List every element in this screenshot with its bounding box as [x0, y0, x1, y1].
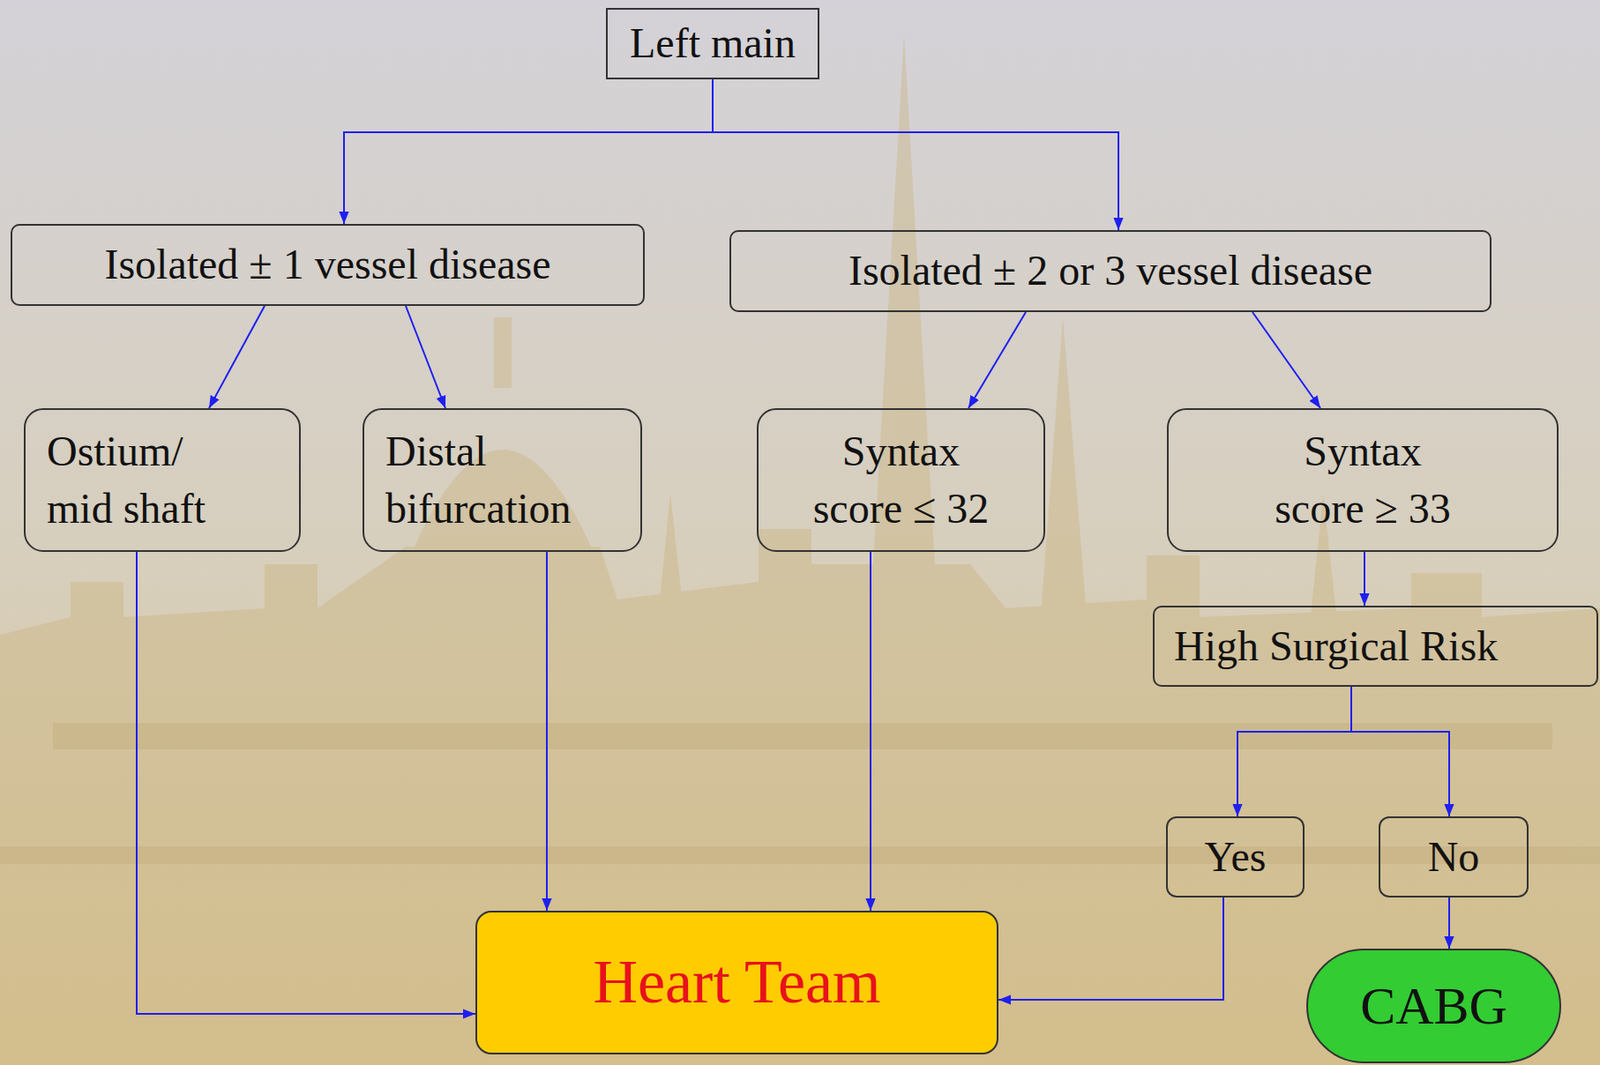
node-label: Isolated ± 2 or 3 vessel disease	[848, 242, 1373, 300]
flow-arrow	[1351, 687, 1450, 817]
terminal-box: CABG	[1306, 949, 1562, 1064]
flow-arrow	[343, 79, 713, 225]
risk-box: High Surgical Risk	[1152, 605, 1599, 688]
node-label: Distal bifurcation	[385, 423, 580, 539]
location-box: Ostium/ mid shaft	[23, 408, 301, 553]
flow-arrow	[545, 552, 548, 912]
node-label: CABG	[1360, 971, 1508, 1043]
spire	[1040, 317, 1087, 618]
flow-arrow	[712, 79, 1119, 231]
score-box: Syntax score ≤ 32	[756, 408, 1046, 553]
node-label: Left main	[629, 14, 796, 73]
node-label: Yes	[1204, 829, 1267, 887]
flow-arrow	[1448, 897, 1451, 950]
category-box: Isolated ± 2 or 3 vessel disease	[729, 230, 1492, 313]
flow-arrow	[209, 306, 265, 409]
node-label: Syntax score ≤ 32	[797, 423, 1005, 539]
answer-box: No	[1378, 816, 1529, 898]
building-windows	[0, 723, 1600, 865]
flow-arrow	[869, 552, 872, 912]
roof-band	[52, 723, 1553, 750]
node-label: Syntax score ≥ 33	[1259, 423, 1467, 539]
root-box: Left main	[605, 7, 820, 80]
flow-arrow	[1237, 687, 1352, 817]
lantern	[493, 317, 512, 389]
node-label: Ostium/ mid shaft	[46, 423, 241, 539]
score-box: Syntax score ≥ 33	[1166, 408, 1559, 553]
node-label: No	[1428, 829, 1481, 887]
node-label: Isolated ± 1 vessel disease	[104, 236, 551, 294]
flow-arrow	[1363, 552, 1366, 606]
buildings	[0, 529, 1600, 1065]
category-box: Isolated ± 1 vessel disease	[10, 224, 645, 307]
skyline-silhouette	[0, 35, 1600, 1065]
node-label: Heart Team	[592, 941, 881, 1025]
answer-box: Yes	[1166, 816, 1305, 898]
flow-arrow	[136, 552, 476, 1015]
flow-arrow	[1252, 312, 1321, 409]
flow-arrow	[968, 312, 1026, 409]
roof-band	[0, 846, 1600, 865]
flow-arrow	[998, 897, 1224, 1001]
node-label: High Surgical Risk	[1173, 618, 1498, 676]
flow-arrow	[405, 306, 446, 409]
outcome-box: Heart Team	[475, 911, 999, 1055]
location-box: Distal bifurcation	[362, 408, 643, 553]
